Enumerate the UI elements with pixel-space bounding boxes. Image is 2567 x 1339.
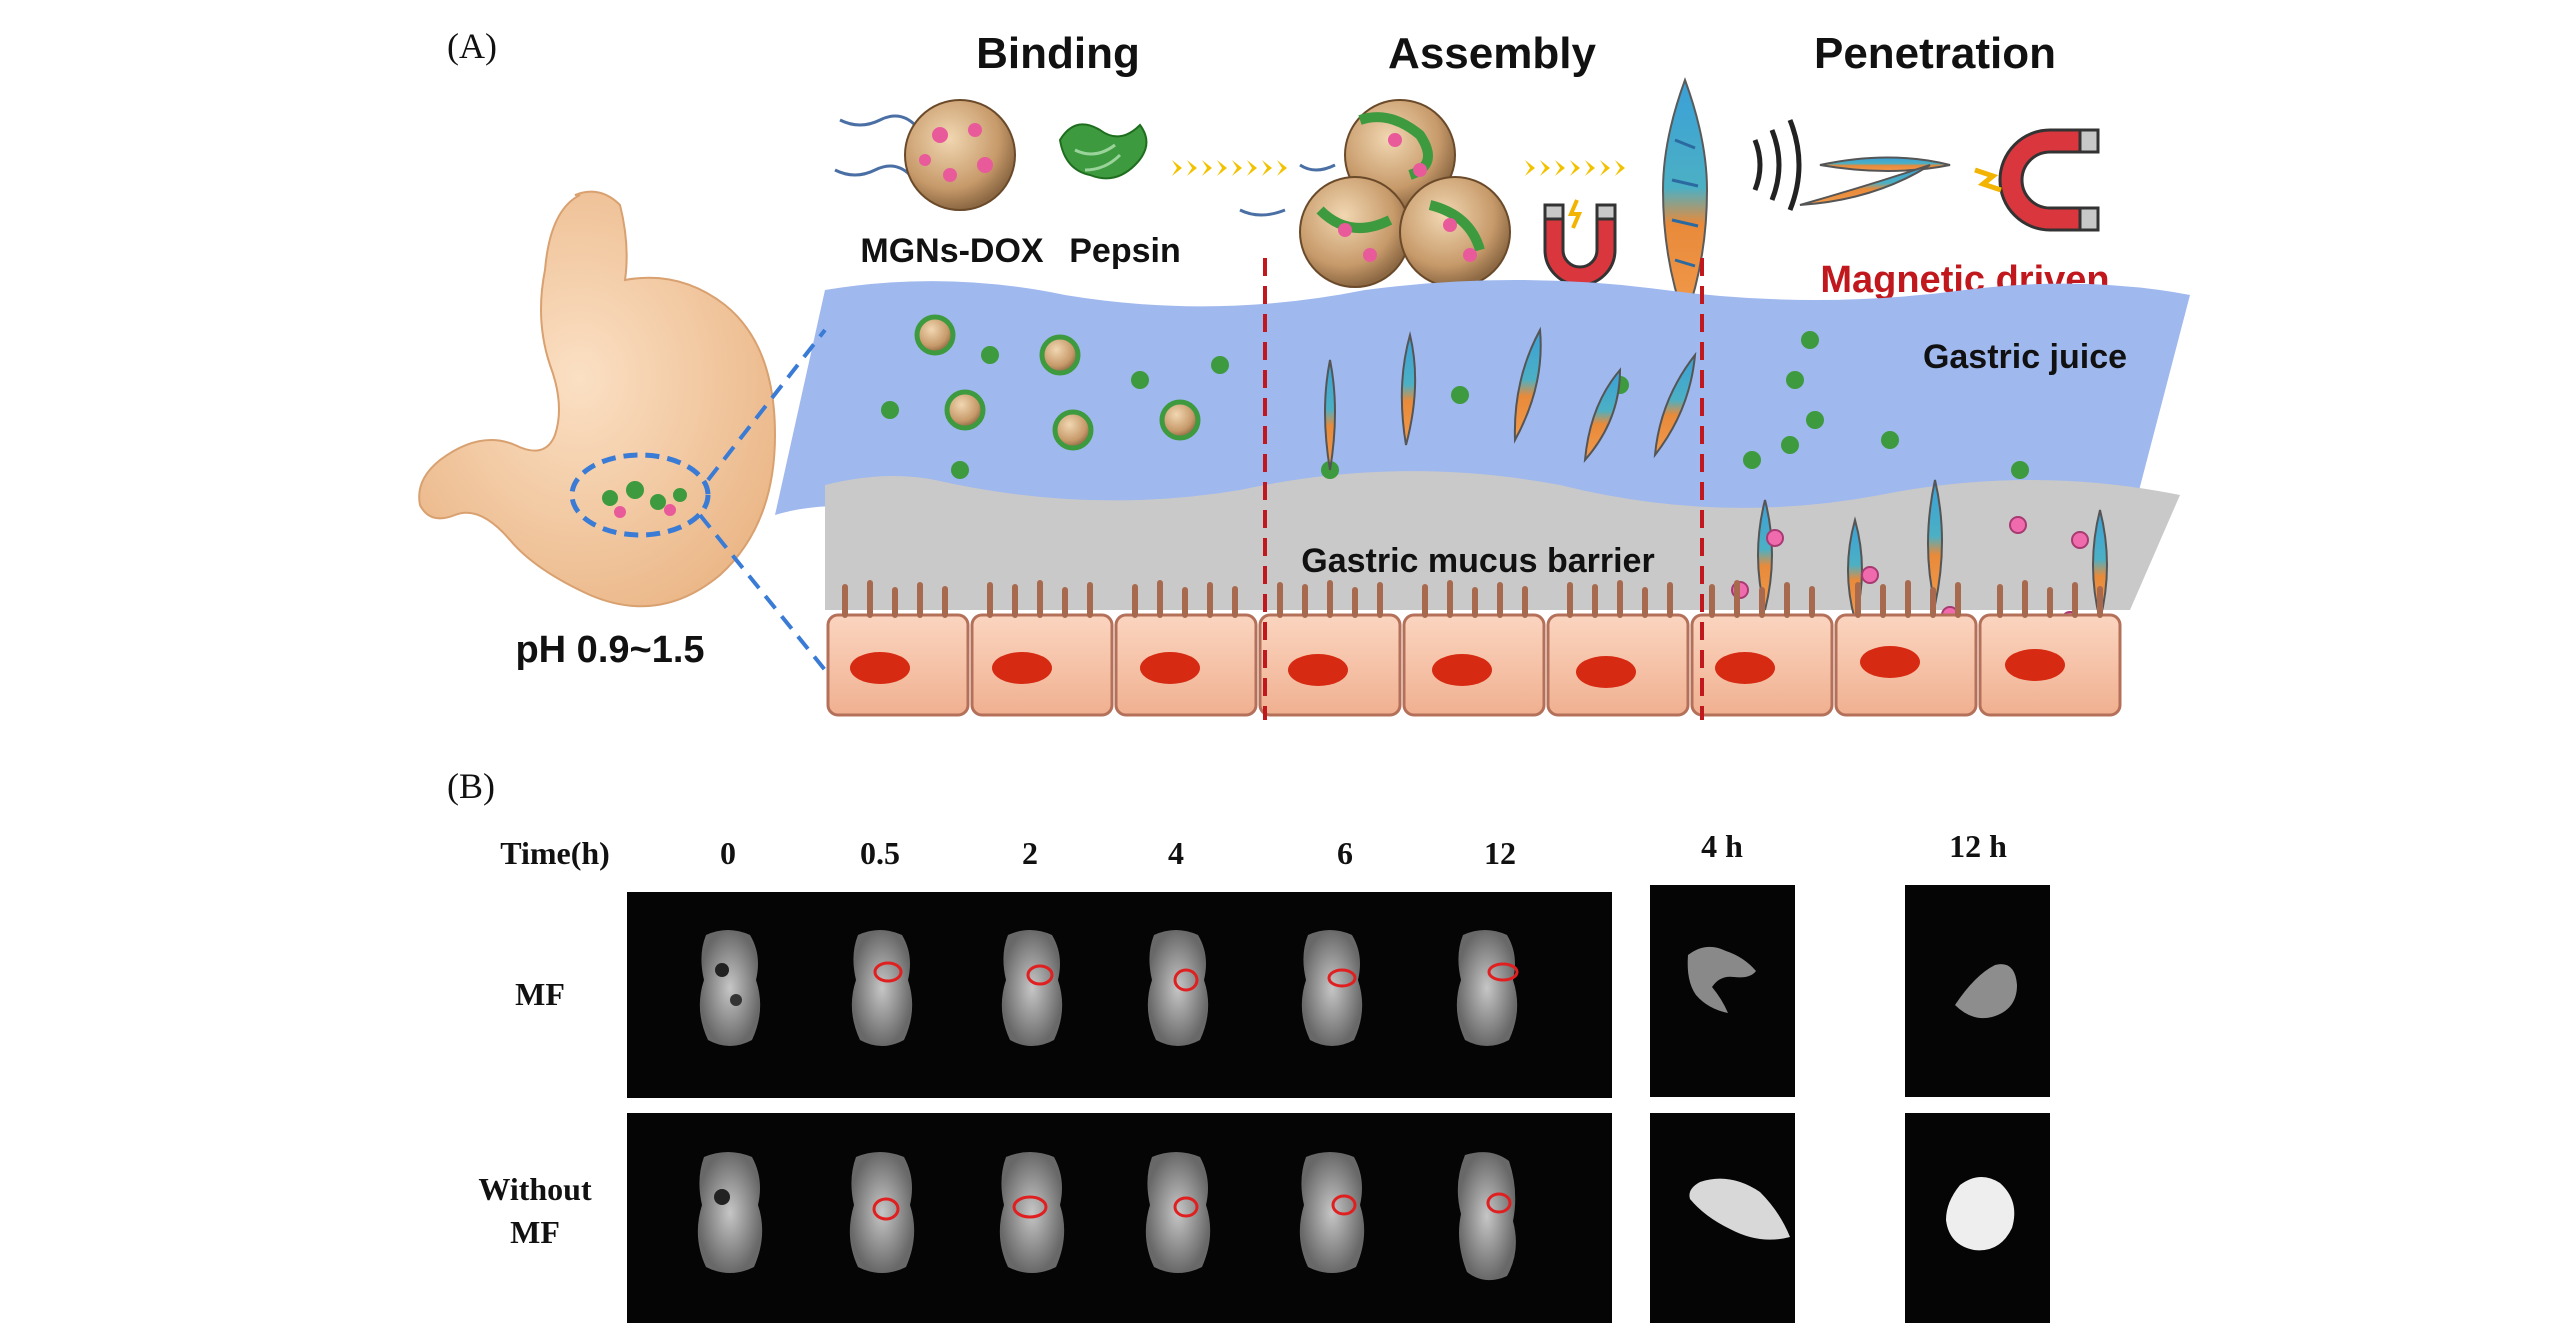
- side-label-4h: 4 h: [1701, 828, 1743, 864]
- timepoint-label: 2: [1022, 835, 1038, 871]
- zoom-line-top: [706, 328, 827, 482]
- mri-slice: [699, 930, 761, 1046]
- timepoint-labels: 0 0.5 2 4 6 12: [720, 835, 1516, 871]
- label-ph-range: pH 0.9~1.5: [515, 629, 704, 671]
- mri-slice: [999, 1152, 1065, 1273]
- cell-3: [1114, 613, 1258, 717]
- label-gastric-juice: Gastric juice: [1923, 338, 2127, 376]
- penetrating-rods: [1757, 479, 2108, 624]
- row-label-without-mf-line1: Without: [478, 1171, 592, 1207]
- cell-1: [826, 613, 970, 717]
- assembled-nanoparticle-cluster: [1239, 99, 1511, 288]
- mri-slice: [1145, 1152, 1211, 1273]
- arrow-assembly-to-rod: [1525, 160, 1625, 176]
- microvilli: [842, 580, 2103, 618]
- stomach-particles: [602, 481, 687, 518]
- gastric-juice-layer: [775, 280, 2190, 538]
- label-pepsin: Pepsin: [1069, 232, 1180, 270]
- zoom-region: [569, 452, 711, 538]
- cell-7: [1690, 613, 1834, 717]
- cell-9: [1978, 613, 2122, 717]
- mri-slice: [1299, 1152, 1365, 1273]
- moving-nanorods: [1799, 156, 1951, 206]
- mri-strip-mf: [627, 892, 1612, 1098]
- epithelial-cell-layer: [826, 580, 2122, 717]
- mri-slice: [851, 930, 913, 1046]
- panel-b-label: (B): [447, 766, 495, 806]
- zoom-mri-mf-4h: [1650, 885, 1795, 1097]
- side-label-12h: 12 h: [1949, 828, 2007, 864]
- stomach-illustration: [418, 190, 777, 608]
- mri-slice: [1001, 930, 1063, 1046]
- mri-strip-without-mf: [627, 1113, 1612, 1323]
- stage-title-assembly: Assembly: [1388, 29, 1596, 78]
- magnet-icon-penetration: [1974, 128, 2100, 232]
- timepoint-label: 0.5: [860, 835, 900, 871]
- row-label-mf: MF: [515, 976, 565, 1012]
- zoom-mri-without-4h: [1650, 1113, 1795, 1323]
- row-label-without-mf-line2: MF: [510, 1214, 560, 1250]
- mri-slice: [1147, 930, 1209, 1046]
- pepsin-protein: [1058, 123, 1148, 180]
- mri-slice: [1456, 930, 1519, 1046]
- mri-slices-without-mf: [697, 1152, 1516, 1281]
- assembled-nanorod: [1661, 77, 1709, 323]
- mri-slice: [697, 1152, 763, 1273]
- cell-8: [1834, 613, 1978, 717]
- timepoint-label: 0: [720, 835, 736, 871]
- gastric-mucus-layer: [825, 471, 2180, 610]
- mri-slices-mf: [699, 930, 1519, 1046]
- cell-6: [1546, 613, 1690, 717]
- time-header: Time(h): [500, 835, 610, 871]
- label-gastric-mucus-barrier: Gastric mucus barrier: [1301, 542, 1654, 580]
- mri-slice: [1457, 1152, 1516, 1281]
- bound-particles: [914, 314, 1201, 451]
- timepoint-label: 6: [1337, 835, 1353, 871]
- stage-title-binding: Binding: [976, 29, 1140, 78]
- timepoint-label: 12: [1484, 835, 1516, 871]
- label-mgns-dox: MGNs-DOX: [860, 232, 1044, 270]
- zoom-line-bottom: [698, 513, 827, 672]
- cell-5: [1402, 613, 1546, 717]
- mri-slice: [849, 1152, 915, 1273]
- cell-2: [970, 613, 1114, 717]
- sound-wave-icon: [1752, 119, 1802, 211]
- zoom-mri-mf-12h: [1905, 885, 2050, 1097]
- cell-4: [1258, 613, 1402, 717]
- mgns-dox-nanoparticle: [834, 99, 1016, 211]
- panel-a-label: (A): [447, 26, 497, 66]
- timepoint-label: 4: [1168, 835, 1184, 871]
- rods-in-juice: [1324, 326, 1697, 471]
- magnet-icon-assembly: [1543, 199, 1617, 287]
- zoom-mri-without-12h: [1905, 1113, 2050, 1323]
- stage-title-penetration: Penetration: [1814, 29, 2056, 78]
- mri-slice: [1301, 930, 1363, 1046]
- arrow-binding-to-assembly: [1172, 160, 1287, 176]
